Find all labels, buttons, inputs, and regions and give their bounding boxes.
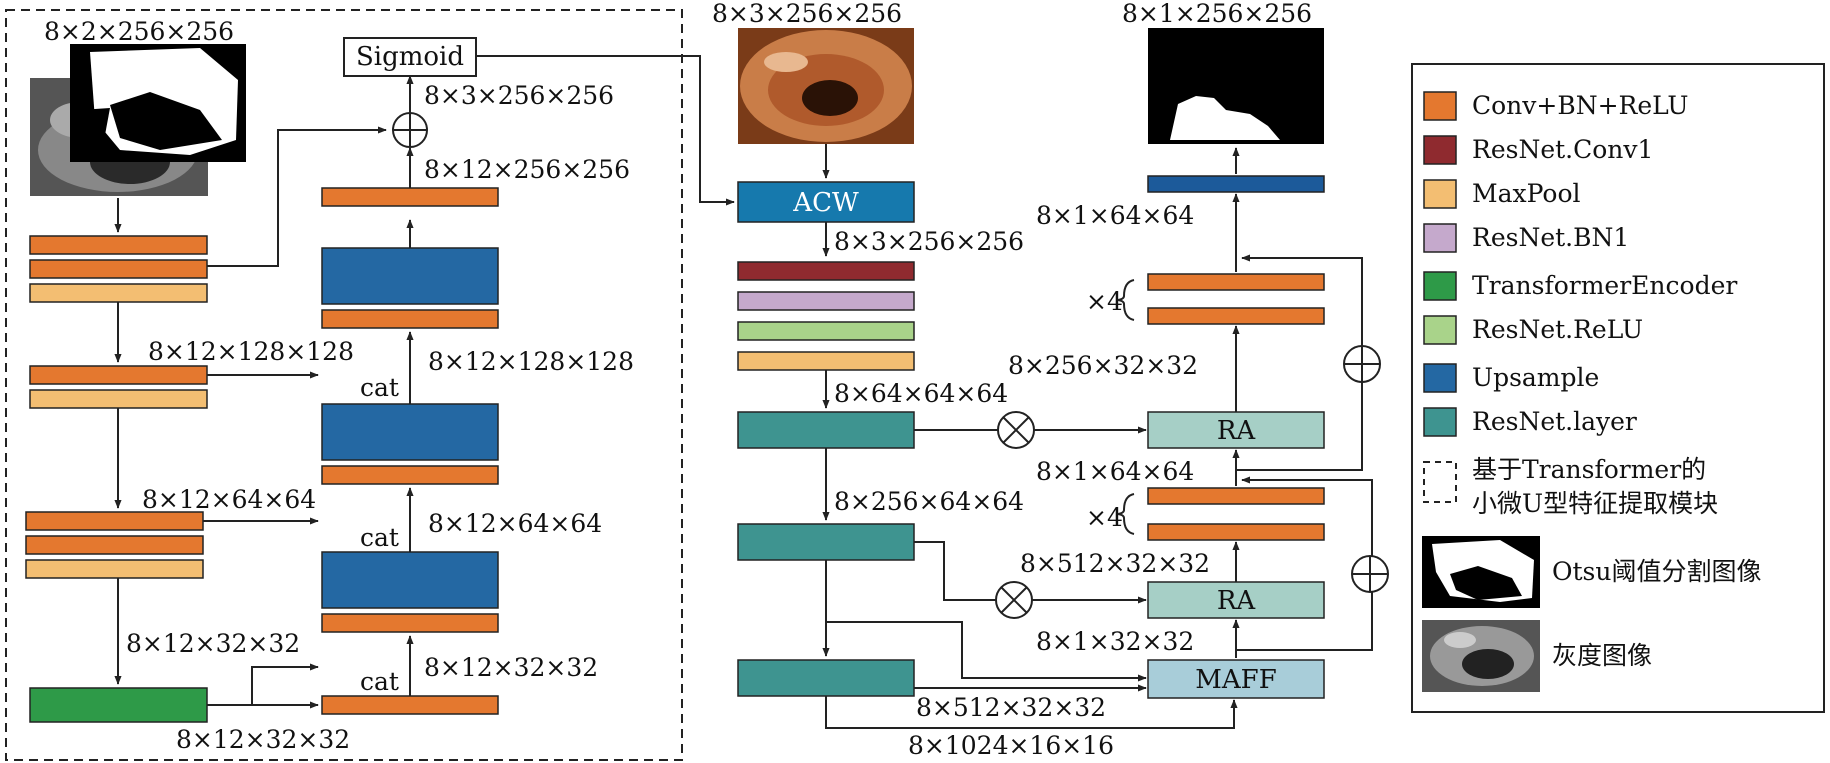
- dec-top-conv: [321, 187, 499, 207]
- top-conv-dim: 8×12×256×256: [424, 155, 630, 184]
- resnet-bn1-block: [737, 291, 915, 311]
- times4-bottom: ×4: [1086, 503, 1123, 532]
- add-out-dim: 8×3×256×256: [424, 81, 614, 110]
- bottom-dim: 8×1024×16×16: [908, 731, 1114, 760]
- sigmoid-label: Sigmoid: [356, 42, 464, 72]
- acw-block: [737, 181, 915, 223]
- ra-top-conv-a: [1147, 273, 1325, 291]
- trans-in-dim: 8×12×32×32: [126, 629, 300, 658]
- resnet-layer1: [737, 411, 915, 449]
- dec1-conv: [321, 309, 499, 329]
- legend-label-1: ResNet.Conv1: [1472, 135, 1653, 164]
- dec3-conv: [321, 613, 499, 633]
- add-circle-icon: [392, 112, 428, 148]
- multiply-circle-icon-bottom: [995, 581, 1033, 619]
- enc2-maxpool: [29, 389, 208, 409]
- legend-swatch-5: [1423, 315, 1457, 345]
- acw-label: ACW: [792, 188, 859, 218]
- dec2-conv: [321, 465, 499, 485]
- enc3-conv-b: [25, 535, 204, 555]
- dec2-upsample: [321, 403, 499, 461]
- ra-bottom-out-dim: 8×512×32×32: [1020, 549, 1210, 578]
- resnet-relu-block: [737, 321, 915, 341]
- ra-bottom-block: [1147, 581, 1325, 619]
- head-dim: 8×1×64×64: [1036, 201, 1194, 230]
- legend-swatch-7: [1423, 407, 1457, 437]
- input-endoscopy-image: [738, 28, 914, 144]
- output-dim: 8×1×256×256: [1122, 0, 1312, 28]
- legend-swatch-4: [1423, 271, 1457, 301]
- legend-gray-thumbnail: [1422, 620, 1540, 692]
- legend-swatch-6: [1423, 363, 1457, 393]
- legend-swatch-0: [1423, 91, 1457, 121]
- ra-top-block: [1147, 411, 1325, 449]
- transformer-encoder-block: [29, 687, 208, 723]
- legend-label-4: TransformerEncoder: [1472, 271, 1737, 300]
- enc2-conv: [29, 365, 208, 385]
- enc2-dim: 8×12×128×128: [148, 337, 354, 366]
- maff-out-dim: 8×1×32×32: [1036, 627, 1194, 656]
- dec1-upsample: [321, 247, 499, 305]
- legend-label-2: MaxPool: [1472, 179, 1581, 208]
- cat-label-1: cat: [360, 373, 399, 402]
- trans-out-dim: 8×12×32×32: [176, 725, 350, 754]
- maff-block: [1147, 659, 1325, 699]
- add-circle-icon-right-top: [1343, 345, 1381, 383]
- ra-bottom-conv-b: [1147, 523, 1325, 541]
- middle-input-dim: 8×3×256×256: [712, 0, 902, 28]
- legend-otsu-thumbnail: [1422, 536, 1540, 608]
- resnet-layer3: [737, 659, 915, 697]
- enc1-conv-a: [29, 235, 208, 255]
- output-head-block: [1147, 175, 1325, 193]
- sigmoid-box: [343, 37, 477, 77]
- enc1-conv-b: [29, 259, 208, 279]
- ra-bottom-label: RA: [1217, 586, 1257, 616]
- left-input-dim: 8×2×256×256: [44, 17, 234, 46]
- legend-swatch-2: [1423, 179, 1457, 209]
- ra-top-conv-b: [1147, 307, 1325, 325]
- legend-label-3: ResNet.BN1: [1472, 223, 1629, 252]
- enc3-dim: 8×12×64×64: [142, 485, 316, 514]
- legend-label-0: Conv+BN+ReLU: [1472, 91, 1688, 120]
- legend-gray-label: 灰度图像: [1552, 641, 1652, 670]
- dec3-dim: 8×12×64×64: [428, 509, 602, 538]
- ra-top-out-dim: 8×256×32×32: [1008, 351, 1198, 380]
- legend-swatch-3: [1423, 223, 1457, 253]
- layer2-dim: 8×256×64×64: [834, 487, 1024, 516]
- enc3-maxpool: [25, 559, 204, 579]
- input-otsu-image: [70, 44, 246, 162]
- enc3-conv-a: [25, 511, 204, 531]
- resnet-layer2: [737, 523, 915, 561]
- output-mask-image: [1148, 28, 1324, 144]
- dec4-dim: 8×12×32×32: [424, 653, 598, 682]
- acw-out-dim: 8×3×256×256: [834, 227, 1024, 256]
- dec4-conv: [321, 695, 499, 715]
- legend-swatch-1: [1423, 135, 1457, 165]
- multiply-circle-icon-top: [997, 411, 1035, 449]
- legend-dashed-swatch: [1423, 461, 1457, 503]
- legend-dashed-line2: 小微U型特征提取模块: [1472, 489, 1718, 518]
- layer1-dim: 8×64×64×64: [834, 379, 1008, 408]
- maff-label: MAFF: [1195, 665, 1276, 695]
- dec3-upsample: [321, 551, 499, 609]
- enc1-maxpool: [29, 283, 208, 303]
- dec2-dim: 8×12×128×128: [428, 347, 634, 376]
- u-module-dashed-border: [5, 9, 683, 761]
- legend-otsu-label: Otsu阈值分割图像: [1552, 557, 1761, 586]
- legend-label-5: ResNet.ReLU: [1472, 315, 1643, 344]
- legend-label-6: Upsample: [1472, 363, 1599, 392]
- ra-bottom-in-dim: 8×1×64×64: [1036, 457, 1194, 486]
- times4-top: ×4: [1086, 287, 1123, 316]
- legend-label-7: ResNet.layer: [1472, 407, 1637, 436]
- resnet-maxpool-block: [737, 351, 915, 371]
- ra-top-label: RA: [1217, 416, 1257, 446]
- resnet-conv1-block: [737, 261, 915, 281]
- legend-dashed-line1: 基于Transformer的: [1472, 455, 1706, 484]
- cat-label-2: cat: [360, 523, 399, 552]
- add-circle-icon-right-bottom: [1351, 555, 1389, 593]
- ra-bottom-conv-a: [1147, 487, 1325, 505]
- layer3-dim: 8×512×32×32: [916, 693, 1106, 722]
- cat-label-3: cat: [360, 667, 399, 696]
